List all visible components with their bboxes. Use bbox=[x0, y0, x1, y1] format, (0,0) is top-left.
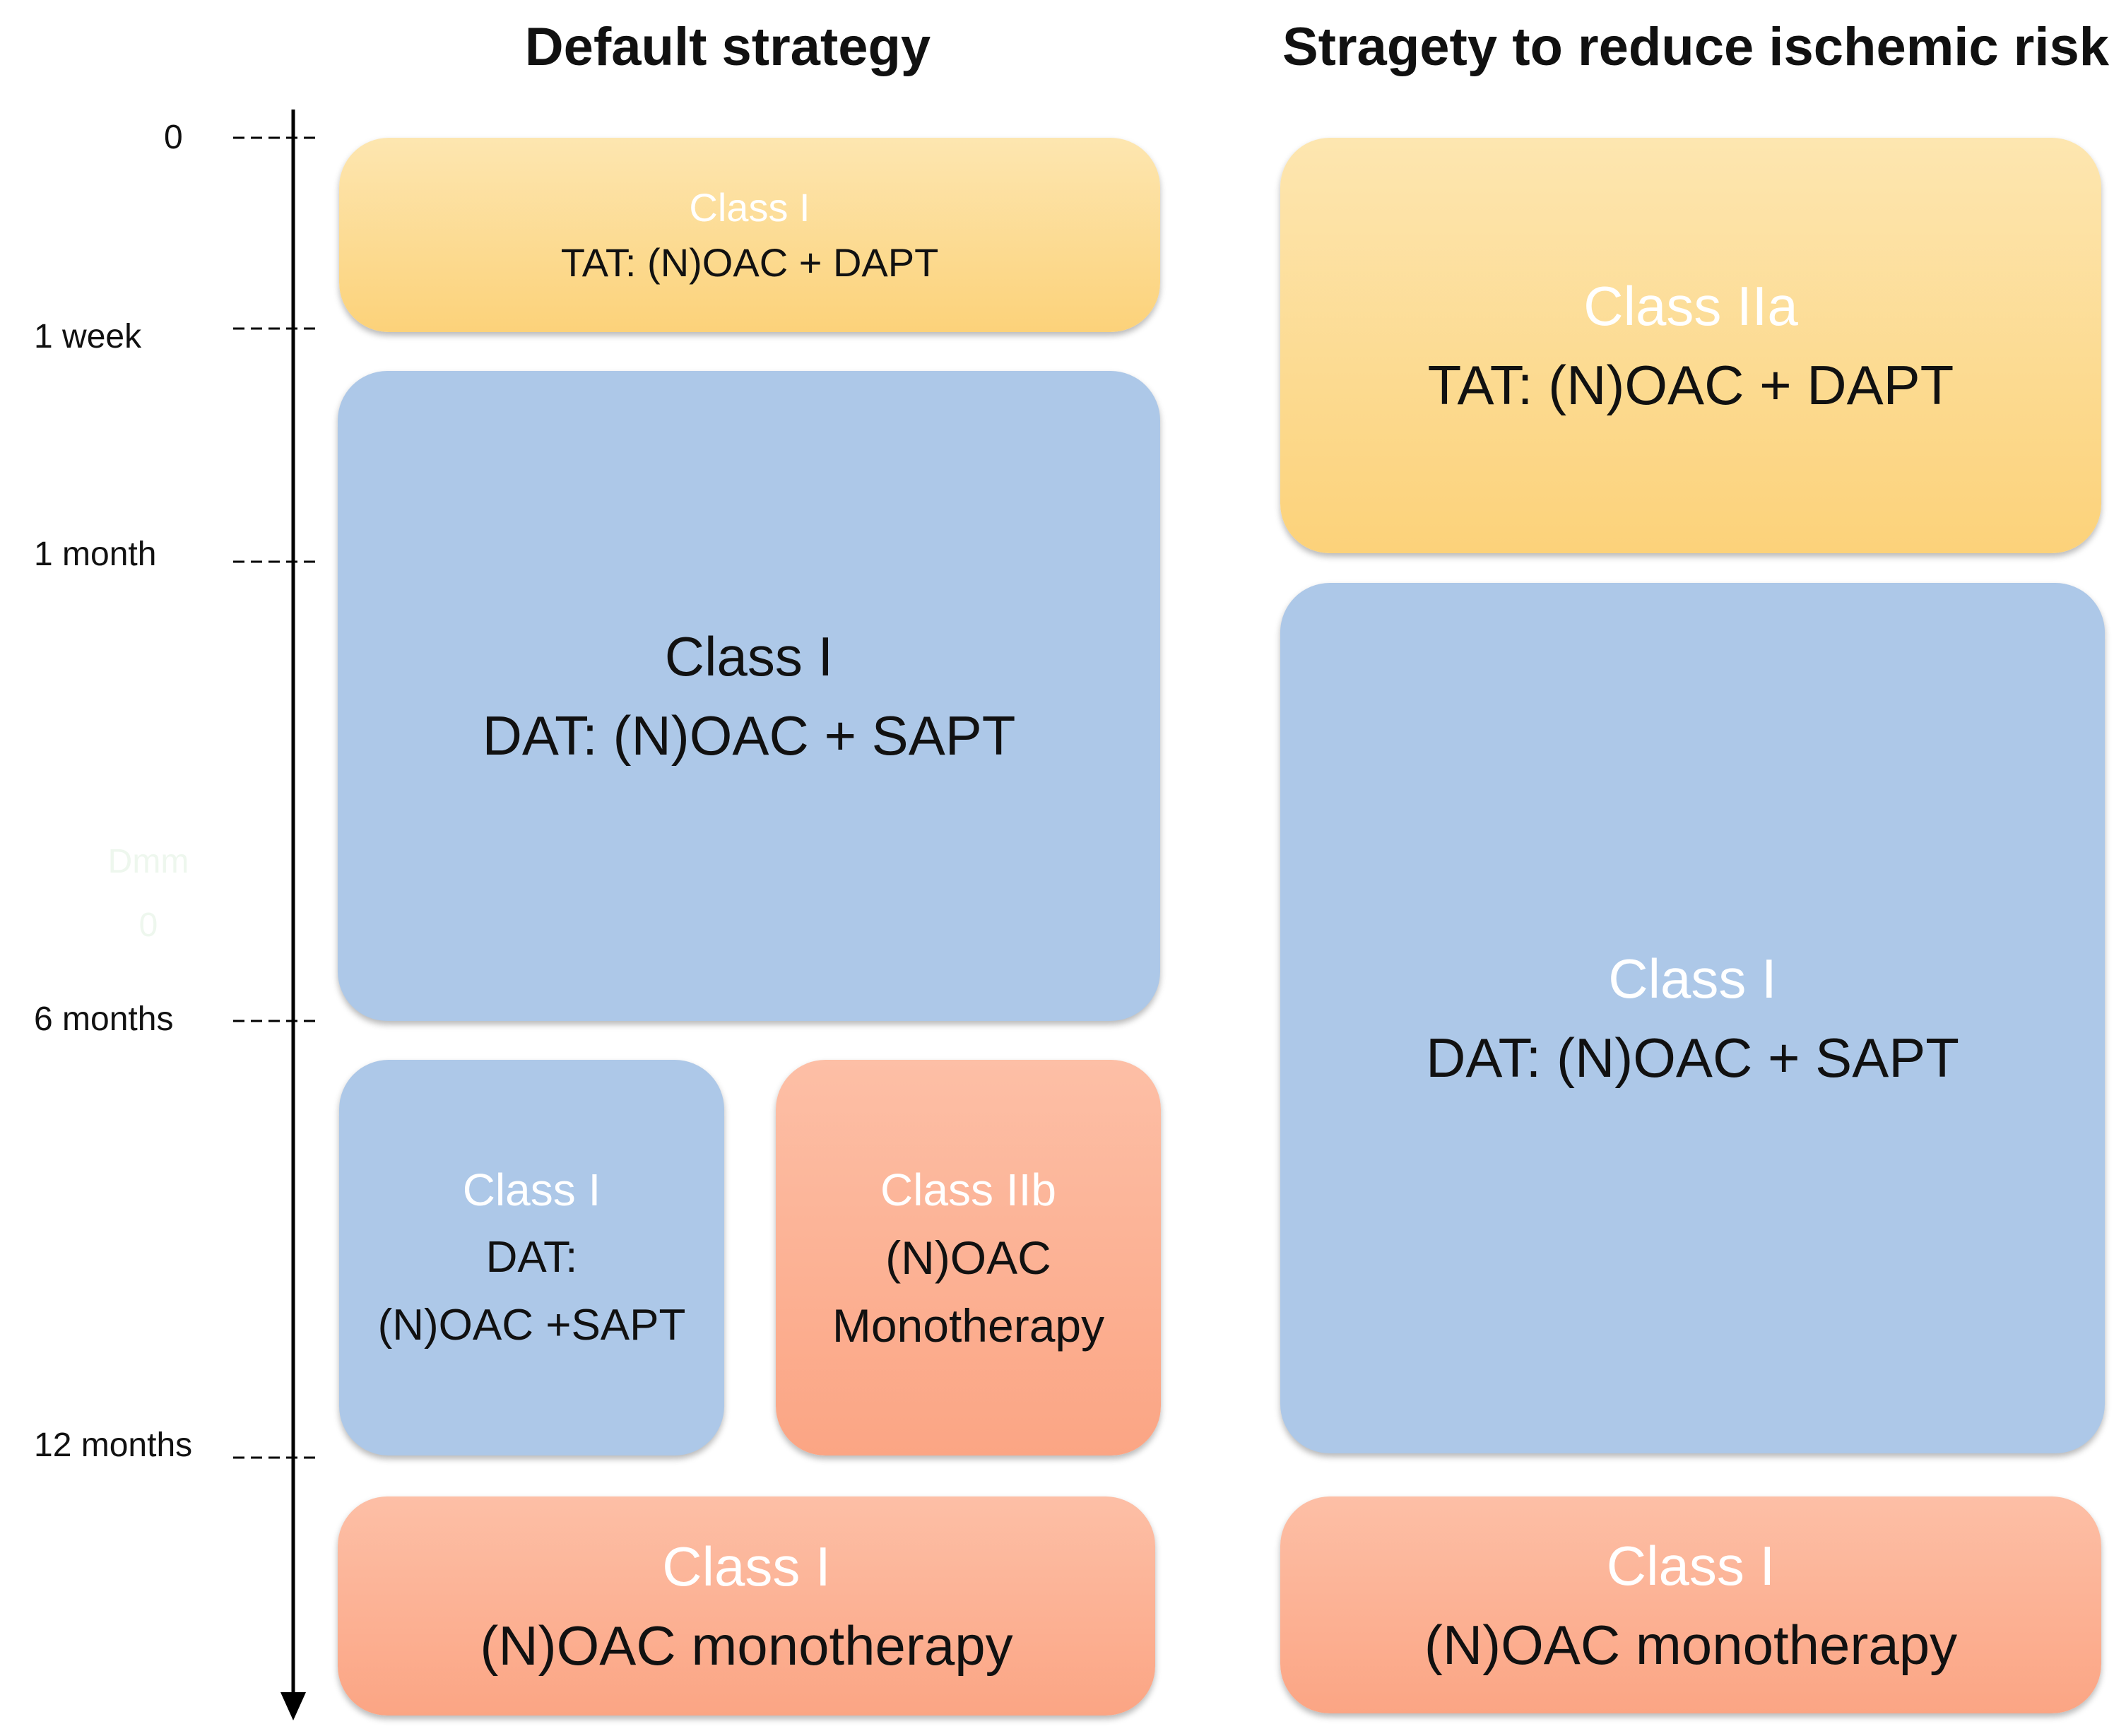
left-noac-mono-early-line2: Monotherapy bbox=[832, 1299, 1105, 1352]
left-noac-mono-class: Class I bbox=[662, 1535, 831, 1598]
tick-label-1-week: 1 week bbox=[34, 318, 142, 355]
timeline-arrowhead bbox=[280, 1692, 306, 1720]
left-dat-class: Class I bbox=[664, 625, 834, 687]
faint-label-2: 0 bbox=[138, 907, 158, 944]
right-noac-mono-class: Class I bbox=[1606, 1534, 1776, 1597]
left-dat-extended-box: Class I DAT: (N)OAC +SAPT bbox=[339, 1060, 724, 1455]
tick-label-6-months: 6 months bbox=[34, 1000, 174, 1038]
tick-label-1-month: 1 month bbox=[34, 536, 157, 573]
right-dat-therapy: DAT: (N)OAC + SAPT bbox=[1426, 1027, 1959, 1089]
tick-label-0: 0 bbox=[164, 119, 183, 156]
left-noac-mono-box: Class I (N)OAC monotherapy bbox=[338, 1496, 1155, 1716]
left-dat-box: Class I DAT: (N)OAC + SAPT bbox=[338, 371, 1160, 1021]
left-tat-class: Class I bbox=[689, 184, 810, 230]
right-column-title: Stragety to reduce ischemic risk bbox=[1282, 17, 2110, 77]
left-noac-mono-early-box: Class IIb (N)OAC Monotherapy bbox=[776, 1060, 1161, 1455]
faint-label-1: Dmm bbox=[107, 843, 189, 880]
right-tat-class: Class IIa bbox=[1583, 275, 1798, 337]
left-dat-extended-line1: DAT: bbox=[485, 1233, 578, 1282]
left-dat-therapy: DAT: (N)OAC + SAPT bbox=[482, 704, 1016, 767]
left-noac-mono-therapy: (N)OAC monotherapy bbox=[480, 1614, 1013, 1677]
left-tat-therapy: TAT: (N)OAC + DAPT bbox=[560, 240, 939, 285]
left-noac-mono-early-class: Class IIb bbox=[880, 1164, 1056, 1215]
timeline-axis bbox=[233, 110, 318, 1720]
left-noac-mono-early-line1: (N)OAC bbox=[885, 1232, 1051, 1284]
right-dat-class: Class I bbox=[1608, 947, 1777, 1010]
tick-label-12-months: 12 months bbox=[34, 1427, 193, 1464]
right-tat-box: Class IIa TAT: (N)OAC + DAPT bbox=[1280, 138, 2101, 553]
left-column-title: Default strategy bbox=[524, 17, 931, 77]
left-dat-extended-class: Class I bbox=[462, 1164, 601, 1215]
right-noac-mono-therapy: (N)OAC monotherapy bbox=[1424, 1613, 1958, 1676]
left-tat-box: Class I TAT: (N)OAC + DAPT bbox=[339, 138, 1160, 332]
right-noac-mono-box: Class I (N)OAC monotherapy bbox=[1280, 1496, 2101, 1713]
right-tat-therapy: TAT: (N)OAC + DAPT bbox=[1427, 354, 1954, 416]
left-dat-extended-line2: (N)OAC +SAPT bbox=[377, 1301, 686, 1350]
right-dat-box: Class I DAT: (N)OAC + SAPT bbox=[1280, 583, 2105, 1453]
